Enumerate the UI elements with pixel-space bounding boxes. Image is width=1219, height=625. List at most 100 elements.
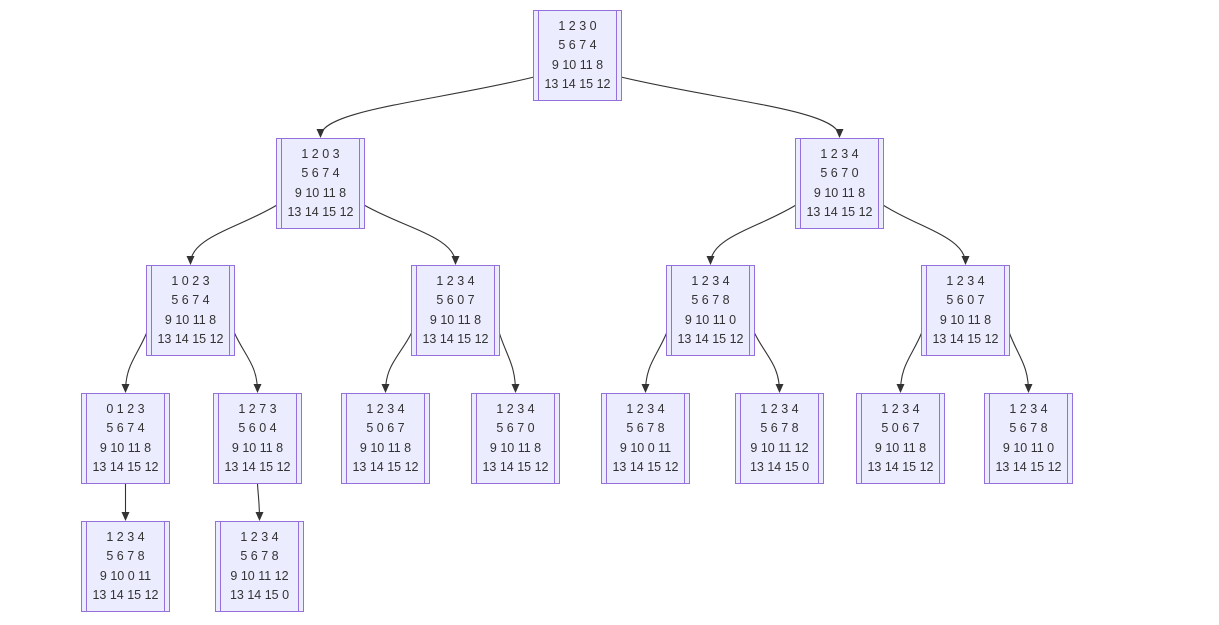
puzzle-row: 9 10 11 8 (294, 185, 347, 200)
puzzle-node-root: 1 2 3 0 5 6 7 4 9 10 11 8 13 14 15 12 (533, 10, 622, 101)
puzzle-row: 9 10 11 8 (489, 440, 542, 455)
puzzle-row: 13 14 15 12 (932, 332, 999, 346)
puzzle-row: 9 10 11 8 (939, 312, 992, 327)
puzzle-row: 9 10 11 12 (230, 568, 289, 583)
tree-edge-A1-A1a (121, 331, 148, 393)
puzzle-row: 9 10 11 0 (684, 312, 737, 327)
puzzle-row: 9 10 11 0 (1002, 440, 1055, 455)
puzzle-row: 5 6 7 8 (760, 421, 799, 435)
puzzle-row: 13 14 15 12 (995, 460, 1062, 474)
puzzle-row: 0 1 2 3 (106, 401, 145, 416)
puzzle-row: 5 6 7 4 (301, 166, 340, 180)
puzzle-row: 1 2 3 4 (881, 401, 920, 416)
puzzle-row: 13 14 15 12 (92, 460, 159, 474)
puzzle-row: 5 6 7 0 (496, 421, 535, 435)
puzzle-node-A2: 1 2 3 4 5 6 0 7 9 10 11 8 13 14 15 12 (411, 265, 500, 356)
puzzle-row: 13 14 15 12 (92, 588, 159, 602)
puzzle-row: 13 14 15 0 (229, 588, 290, 602)
puzzle-row: 5 6 7 8 (691, 293, 730, 307)
puzzle-row: 5 6 7 8 (240, 549, 279, 563)
puzzle-row: 1 2 3 4 (436, 273, 475, 288)
puzzle-node-A: 1 2 0 3 5 6 7 4 9 10 11 8 13 14 15 12 (276, 138, 365, 229)
puzzle-row: 1 0 2 3 (171, 273, 210, 288)
puzzle-row: 1 2 3 4 (366, 401, 405, 416)
puzzle-node-A1a: 0 1 2 3 5 6 7 4 9 10 11 8 13 14 15 12 (81, 393, 170, 484)
puzzle-row: 1 2 0 3 (301, 146, 340, 161)
puzzle-row: 1 2 3 4 (106, 529, 145, 544)
puzzle-row: 5 6 7 4 (171, 293, 210, 307)
puzzle-row: 5 6 0 7 (946, 293, 985, 307)
puzzle-row: 1 2 7 3 (238, 401, 277, 416)
puzzle-row: 1 2 3 4 (946, 273, 985, 288)
puzzle-node-B2a: 1 2 3 4 5 0 6 7 9 10 11 8 13 14 15 12 (856, 393, 945, 484)
puzzle-row: 5 6 0 7 (436, 293, 475, 307)
puzzle-row: 1 2 3 4 (820, 146, 859, 161)
puzzle-node-A1b: 1 2 7 3 5 6 0 4 9 10 11 8 13 14 15 12 (213, 393, 302, 484)
puzzle-row: 13 14 15 12 (867, 460, 934, 474)
puzzle-row: 9 10 11 8 (99, 440, 152, 455)
puzzle-row: 1 2 3 4 (496, 401, 535, 416)
puzzle-node-B1: 1 2 3 4 5 6 7 8 9 10 11 0 13 14 15 12 (666, 265, 755, 356)
tree-edge-A1-A1b (233, 331, 262, 393)
puzzle-node-A2b: 1 2 3 4 5 6 7 0 9 10 11 8 13 14 15 12 (471, 393, 560, 484)
puzzle-row: 9 10 11 8 (813, 185, 866, 200)
tree-edge-root-B (620, 76, 844, 138)
puzzle-row: 1 2 3 4 (626, 401, 665, 416)
tree-edge-B-B1 (706, 204, 797, 265)
puzzle-row: 13 14 15 12 (482, 460, 549, 474)
puzzle-row: 13 14 15 12 (224, 460, 291, 474)
puzzle-node-B2b: 1 2 3 4 5 6 7 8 9 10 11 0 13 14 15 12 (984, 393, 1073, 484)
puzzle-row: 9 10 11 8 (231, 440, 284, 455)
puzzle-row: 9 10 11 8 (164, 312, 217, 327)
puzzle-row: 9 10 11 8 (551, 57, 604, 72)
tree-edge-B2-B2a (896, 331, 923, 393)
puzzle-row: 5 0 6 7 (881, 421, 920, 435)
puzzle-row: 5 6 7 8 (1009, 421, 1048, 435)
puzzle-node-A1a1: 1 2 3 4 5 6 7 8 9 10 0 11 13 14 15 12 (81, 521, 170, 612)
puzzle-row: 13 14 15 12 (544, 77, 611, 91)
puzzle-row: 1 2 3 0 (558, 18, 597, 33)
puzzle-row: 5 6 7 0 (820, 166, 859, 180)
puzzle-row: 9 10 11 8 (429, 312, 482, 327)
puzzle-row: 13 14 15 12 (422, 332, 489, 346)
puzzle-node-A2a: 1 2 3 4 5 0 6 7 9 10 11 8 13 14 15 12 (341, 393, 430, 484)
puzzle-row: 9 10 11 8 (874, 440, 927, 455)
tree-edge-root-A (316, 76, 535, 138)
tree-edge-B1-B1b (753, 331, 784, 393)
puzzle-node-B1b: 1 2 3 4 5 6 7 8 9 10 11 12 13 14 15 0 (735, 393, 824, 484)
puzzle-row: 5 6 0 4 (238, 421, 277, 435)
puzzle-row: 9 10 0 11 (619, 440, 672, 455)
puzzle-row: 1 2 3 4 (691, 273, 730, 288)
puzzle-row: 5 6 7 4 (558, 38, 597, 52)
puzzle-node-A1: 1 0 2 3 5 6 7 4 9 10 11 8 13 14 15 12 (146, 265, 235, 356)
puzzle-row: 5 6 7 4 (106, 421, 145, 435)
tree-edge-B-B2 (882, 204, 970, 265)
puzzle-node-A1b1: 1 2 3 4 5 6 7 8 9 10 11 12 13 14 15 0 (215, 521, 304, 612)
puzzle-row: 9 10 0 11 (99, 568, 152, 583)
puzzle-row: 13 14 15 12 (612, 460, 679, 474)
puzzle-row: 5 6 7 8 (106, 549, 145, 563)
puzzle-row: 13 14 15 12 (287, 205, 354, 219)
puzzle-row: 9 10 11 12 (750, 440, 809, 455)
puzzle-row: 1 2 3 4 (1009, 401, 1048, 416)
puzzle-row: 1 2 3 4 (240, 529, 279, 544)
puzzle-row: 13 14 15 12 (806, 205, 873, 219)
puzzle-node-B2: 1 2 3 4 5 6 0 7 9 10 11 8 13 14 15 12 (921, 265, 1010, 356)
puzzle-row: 13 14 15 12 (352, 460, 419, 474)
tree-edge-B1-B1a (641, 331, 668, 393)
puzzle-node-B: 1 2 3 4 5 6 7 0 9 10 11 8 13 14 15 12 (795, 138, 884, 229)
tree-edge-A-A1 (186, 204, 278, 265)
puzzle-row: 13 14 15 12 (677, 332, 744, 346)
tree-edge-A1b-A1b1 (255, 483, 264, 521)
puzzle-row: 13 14 15 0 (749, 460, 810, 474)
tree-edge-B2-B2b (1008, 331, 1033, 393)
puzzle-row: 9 10 11 8 (359, 440, 412, 455)
puzzle-row: 5 0 6 7 (366, 421, 405, 435)
puzzle-row: 13 14 15 12 (157, 332, 224, 346)
puzzle-row: 1 2 3 4 (760, 401, 799, 416)
tree-edge-A2-A2b (498, 331, 520, 393)
tree-edge-A-A2 (363, 204, 460, 265)
tree-edge-A2-A2a (381, 331, 413, 393)
